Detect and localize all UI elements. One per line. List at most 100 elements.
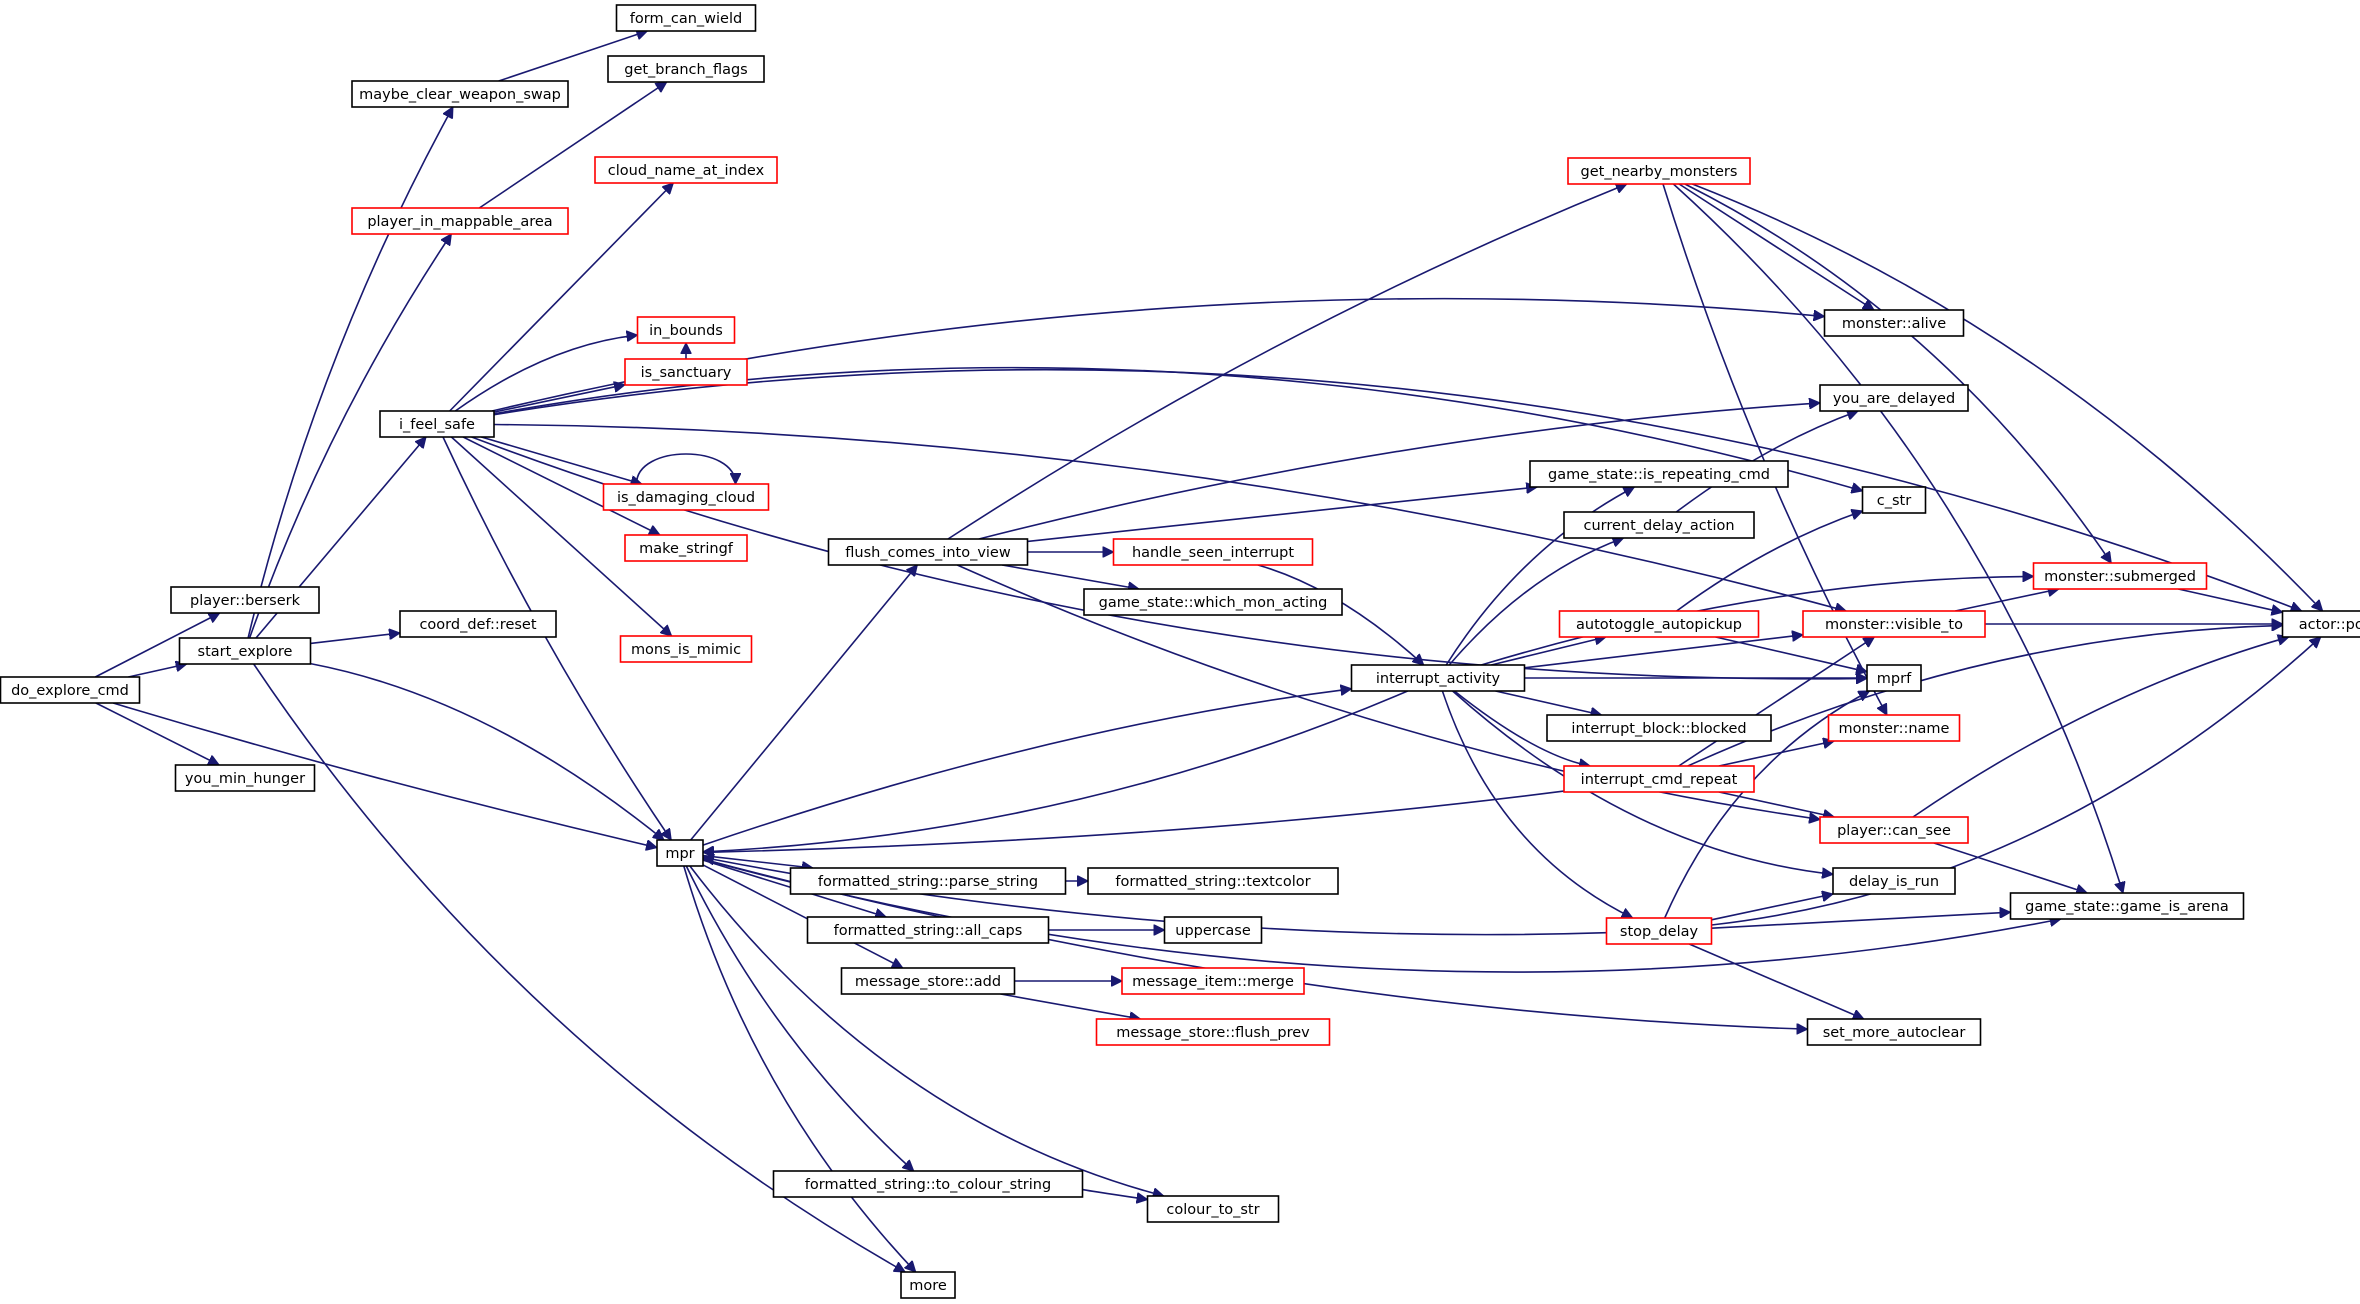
node-box: [1112, 538, 1314, 566]
node-in-bounds[interactable]: in_bounds: [636, 316, 736, 344]
node-label: form_can_wield: [630, 11, 742, 27]
edge-mpr-to-more: [683, 865, 916, 1272]
node-cloud-name-at-index[interactable]: cloud_name_at_index: [594, 156, 778, 184]
node-formatted-string-all-caps[interactable]: formatted_string::all_caps: [806, 916, 1050, 944]
node-get-nearby-monsters[interactable]: get_nearby_monsters: [1567, 157, 1751, 185]
node-box: [178, 637, 312, 665]
node-box: [1861, 486, 1927, 514]
node-interrupt-cmd-repeat[interactable]: interrupt_cmd_repeat: [1563, 765, 1755, 793]
node-handle-seen-interrupt[interactable]: handle_seen_interrupt: [1112, 538, 1314, 566]
node-label: do_explore_cmd: [11, 683, 129, 699]
node-box: [1605, 917, 1713, 945]
node-box: [1121, 967, 1305, 995]
node-maybe-clear-weapon-swap[interactable]: maybe_clear_weapon_swap: [351, 80, 569, 108]
node-stop-delay[interactable]: stop_delay: [1605, 917, 1713, 945]
edge-interrupt-cmd-repeat-to-player-can-see: [1718, 791, 1834, 817]
node-game-state-game-is-arena[interactable]: game_state::game_is_arena: [2009, 892, 2245, 920]
node-label: stop_delay: [1620, 924, 1699, 940]
node-get-branch-flags[interactable]: get_branch_flags: [607, 55, 765, 83]
node-box: [772, 1170, 1084, 1198]
edge-mpr-to-interrupt-activity: [702, 689, 1352, 846]
node-box: [1083, 588, 1343, 616]
node-label: interrupt_block::blocked: [1571, 721, 1746, 737]
node-label: game_state::which_mon_acting: [1099, 595, 1328, 611]
node-label: monster::name: [1839, 721, 1950, 737]
node-label: monster::submerged: [2044, 569, 2196, 585]
node-coord-def-reset[interactable]: coord_def::reset: [399, 610, 557, 638]
node-box: [1095, 1018, 1331, 1046]
node-form-can-wield[interactable]: form_can_wield: [615, 4, 757, 32]
node-is-sanctuary[interactable]: is_sanctuary: [624, 358, 748, 386]
edge-current-delay-action-to-you-are-delayed: [1675, 411, 1858, 513]
node-flush-comes-into-view[interactable]: flush_comes_into_view: [827, 538, 1029, 566]
node-box: [1827, 714, 1961, 742]
node-box: [2281, 610, 2360, 638]
node-game-state-is-repeating-cmd[interactable]: game_state::is_repeating_cmd: [1529, 460, 1789, 488]
edge-get-nearby-monsters-to-game-state-game-is-arena: [1672, 183, 2123, 893]
edge-interrupt-activity-to-interrupt-block-blocked: [1495, 690, 1602, 715]
node-game-state-which-mon-acting[interactable]: game_state::which_mon_acting: [1083, 588, 1343, 616]
node-mprf[interactable]: mprf: [1866, 664, 1922, 692]
node-mpr[interactable]: mpr: [656, 839, 704, 867]
node-delay-is-run[interactable]: delay_is_run: [1832, 867, 1956, 895]
node-formatted-string-parse-string[interactable]: formatted_string::parse_string: [789, 867, 1067, 895]
node-monster-visible-to[interactable]: monster::visible_to: [1802, 610, 1986, 638]
node-label: monster::visible_to: [1825, 617, 1963, 633]
node-message-item-merge[interactable]: message_item::merge: [1121, 967, 1305, 995]
node-make-stringf[interactable]: make_stringf: [624, 534, 748, 562]
node-formatted-string-textcolor[interactable]: formatted_string::textcolor: [1087, 867, 1339, 895]
node-box: [806, 916, 1050, 944]
node-label: interrupt_activity: [1376, 671, 1501, 687]
edge-interrupt-cmd-repeat-to-mpr: [703, 790, 1565, 852]
node-start-explore[interactable]: start_explore: [178, 637, 312, 665]
node-do-explore-cmd[interactable]: do_explore_cmd: [0, 676, 141, 704]
edge-autotoggle-autopickup-to-c-str: [1676, 511, 1863, 612]
node-mons-is-mimic[interactable]: mons_is_mimic: [619, 635, 753, 663]
node-label: get_branch_flags: [624, 62, 748, 78]
node-label: make_stringf: [639, 541, 734, 557]
edge-get-nearby-monsters-to-monster-alive: [1678, 183, 1874, 311]
node-colour-to-str[interactable]: colour_to_str: [1146, 1195, 1280, 1223]
edge-interrupt-activity-to-mpr: [703, 690, 1409, 852]
node-label: i_feel_safe: [399, 417, 475, 433]
node-box: [379, 410, 495, 438]
node-label: actor::pos: [2299, 617, 2360, 633]
node-actor-pos[interactable]: actor::pos: [2281, 610, 2360, 638]
node-player-in-mappable-area[interactable]: player_in_mappable_area: [351, 207, 569, 235]
edge-is-damaging-cloud-to-is-damaging-cloud: [635, 453, 736, 485]
node-more[interactable]: more: [900, 1271, 956, 1299]
node-monster-submerged[interactable]: monster::submerged: [2032, 562, 2208, 590]
node-formatted-string-to-colour-string[interactable]: formatted_string::to_colour_string: [772, 1170, 1084, 1198]
node-label: more: [909, 1278, 947, 1294]
node-set-more-autoclear[interactable]: set_more_autoclear: [1806, 1018, 1982, 1046]
node-uppercase[interactable]: uppercase: [1163, 916, 1263, 944]
node-player-can-see[interactable]: player::can_see: [1819, 816, 1969, 844]
node-box: [174, 764, 316, 792]
node-autotoggle-autopickup[interactable]: autotoggle_autopickup: [1558, 610, 1760, 638]
node-label: you_are_delayed: [1833, 391, 1955, 407]
edge-mpr-to-formatted-string-parse-string: [702, 854, 813, 868]
node-you-are-delayed[interactable]: you_are_delayed: [1819, 384, 1969, 412]
node-message-store-add[interactable]: message_store::add: [840, 967, 1016, 995]
node-interrupt-activity[interactable]: interrupt_activity: [1350, 664, 1526, 692]
node-box: [624, 534, 748, 562]
node-message-store-flush-prev[interactable]: message_store::flush_prev: [1095, 1018, 1331, 1046]
node-monster-name[interactable]: monster::name: [1827, 714, 1961, 742]
edge-interrupt-activity-to-autotoggle-autopickup: [1491, 637, 1606, 666]
edge-do-explore-cmd-to-start-explore: [128, 664, 186, 678]
node-monster-alive[interactable]: monster::alive: [1823, 309, 1965, 337]
node-current-delay-action[interactable]: current_delay_action: [1563, 511, 1755, 539]
node-box: [789, 867, 1067, 895]
node-layer: do_explore_cmd player::berserkstart_explo…: [0, 4, 2360, 1299]
node-i-feel-safe[interactable]: i_feel_safe: [379, 410, 495, 438]
node-c-str[interactable]: c_str: [1861, 486, 1927, 514]
node-box: [656, 839, 704, 867]
node-is-damaging-cloud[interactable]: is_damaging_cloud: [602, 483, 770, 511]
node-interrupt-block-blocked[interactable]: interrupt_block::blocked: [1546, 714, 1772, 742]
node-player-berserk[interactable]: player::berserk: [170, 586, 320, 614]
node-label: is_sanctuary: [641, 365, 732, 381]
edge-interrupt-cmd-repeat-to-monster-name: [1718, 741, 1834, 767]
node-you-min-hunger[interactable]: you_min_hunger: [174, 764, 316, 792]
node-box: [1563, 765, 1755, 793]
